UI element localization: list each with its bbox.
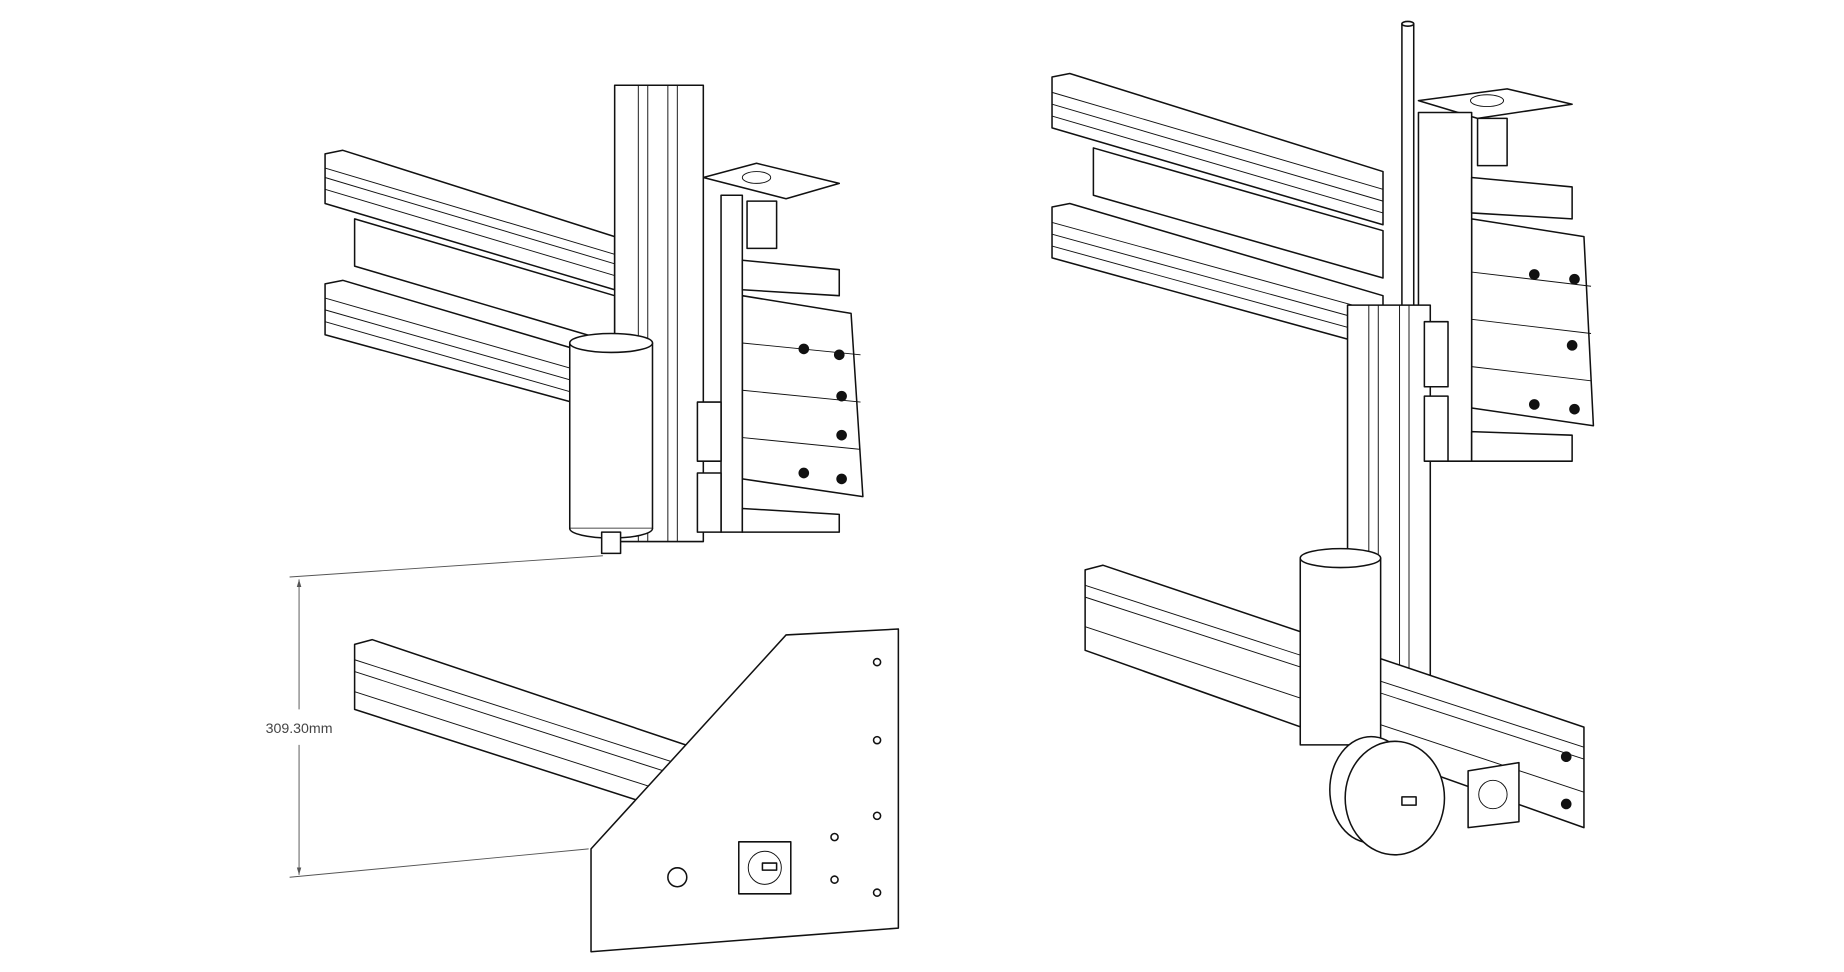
upper-rails: [1051, 72, 1384, 350]
dimension: 309.30mm: [266, 555, 603, 878]
upper-rail: [324, 149, 616, 415]
spindle-cylinder: [1299, 547, 1382, 746]
lower-rail: [353, 638, 687, 817]
stepper-plate: [1467, 761, 1520, 829]
side-plate: [590, 628, 900, 953]
spindle-cylinder: [568, 332, 654, 555]
vertical-rod: [1401, 20, 1415, 315]
dimension-label: 309.30mm: [266, 721, 333, 737]
right-assembly: [1051, 20, 1595, 856]
right-profile-stack: [1470, 218, 1595, 427]
motor-mount: [702, 162, 841, 533]
left-assembly: 309.30mm: [266, 84, 900, 953]
vertical-extrusion: [613, 84, 722, 543]
right-profile-stack: [741, 294, 864, 498]
wheel: [1329, 735, 1446, 856]
